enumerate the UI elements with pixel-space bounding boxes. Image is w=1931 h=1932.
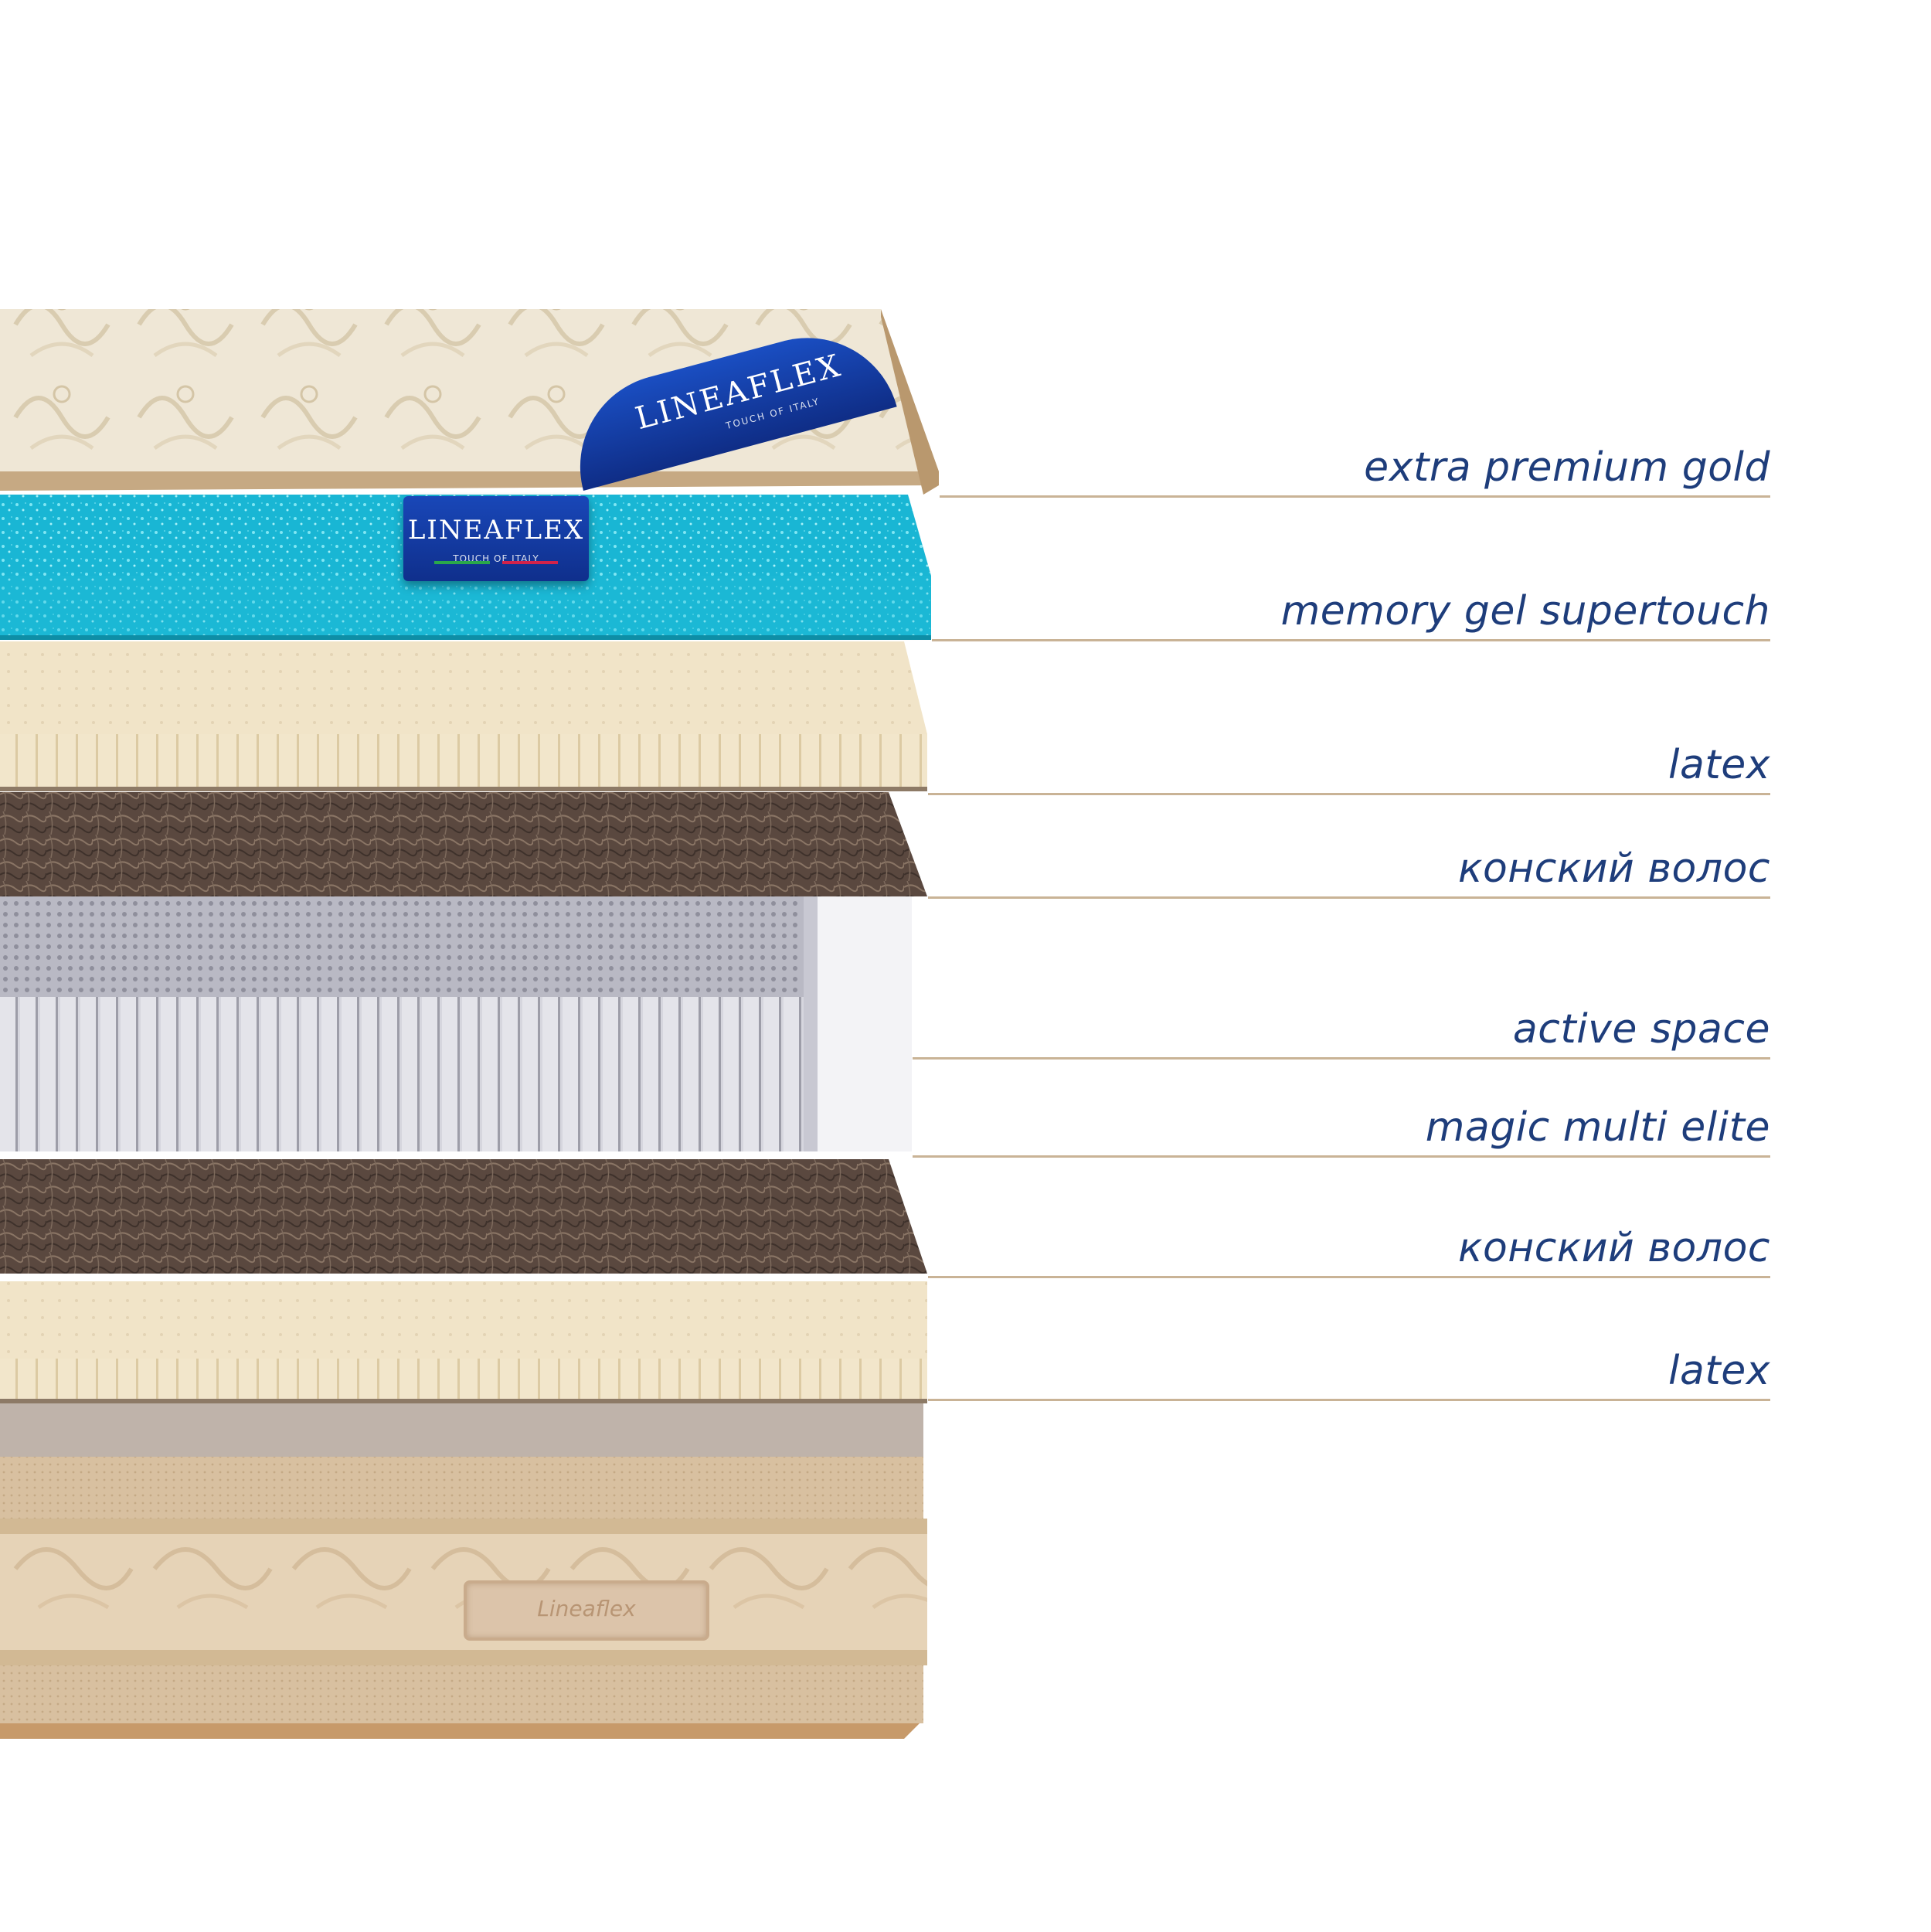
- leader-line: [913, 1155, 1770, 1158]
- leader-line: [913, 1057, 1770, 1060]
- leader-line: [928, 896, 1770, 899]
- horse-hair-top-shape: [0, 792, 927, 896]
- base-tag-brand: Lineaflex: [537, 1596, 636, 1621]
- latex-bottom-top-dots: [0, 1281, 927, 1359]
- leader-line: [940, 495, 1770, 498]
- memory-gel-side-texture: [0, 576, 931, 638]
- layer-label-text: magic multi elite: [1425, 1104, 1770, 1151]
- base-cover-piping-top: [0, 1519, 927, 1534]
- leader-line: [928, 793, 1770, 795]
- layer-label-text: memory gel supertouch: [1280, 588, 1770, 634]
- layer-label-text: extra premium gold: [1364, 444, 1770, 491]
- springs-side: [0, 997, 804, 1151]
- layer-label-text: latex: [1668, 1348, 1770, 1394]
- layer-label-text: конский волос: [1458, 1225, 1770, 1271]
- latex-bottom-side: [0, 1359, 927, 1401]
- horse-hair-bottom-shape: [0, 1159, 927, 1274]
- layer-label-text: конский волос: [1458, 845, 1770, 892]
- layer-label-text: latex: [1668, 742, 1770, 788]
- latex-top-face-dots: [0, 641, 927, 734]
- top-cover-edge: [0, 471, 939, 491]
- base-cover-inner: [0, 1403, 923, 1457]
- latex-top-edge: [0, 787, 927, 791]
- active-space-shade: [804, 896, 818, 1151]
- latex-top-side: [0, 734, 927, 788]
- leader-line: [928, 1399, 1770, 1401]
- italian-flag-stripe: [434, 561, 558, 564]
- memory-gel-brand-tag: LINEAFLEX TOUCH OF ITALY: [403, 496, 589, 581]
- base-cover-bottom-band: [0, 1665, 923, 1723]
- leader-line: [932, 639, 1770, 641]
- leader-line: [928, 1276, 1770, 1278]
- top-cover-edge-shadow: [881, 309, 939, 495]
- active-space-block: [804, 896, 912, 1151]
- base-cover-brand-tag: Lineaflex: [464, 1580, 709, 1641]
- gel-tag-brand: LINEAFLEX: [407, 515, 585, 546]
- memory-gel-edge: [0, 635, 931, 640]
- base-cover-piping-bottom: [0, 1650, 927, 1665]
- layer-label-text: active space: [1512, 1006, 1770, 1053]
- latex-bottom-edge: [0, 1399, 927, 1403]
- base-cover-edge: [0, 1723, 920, 1739]
- springs-top: [0, 896, 804, 997]
